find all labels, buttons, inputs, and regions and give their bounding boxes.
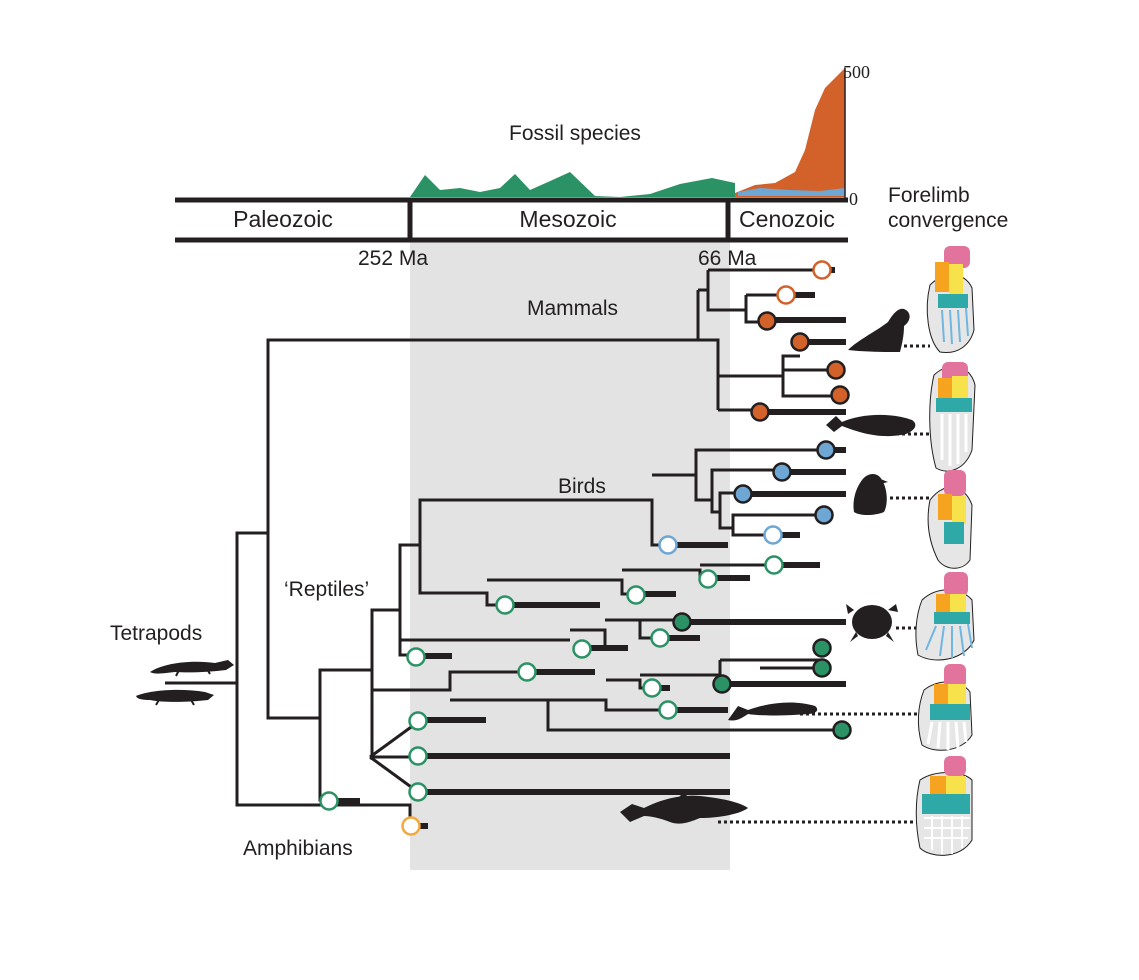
boundary-252: 252 Ma xyxy=(358,247,428,270)
reptile-open-node xyxy=(517,662,537,682)
reptile-open-node xyxy=(572,639,592,659)
reptile-open-node xyxy=(495,595,515,615)
clade-mammals: Mammals xyxy=(527,297,618,320)
y-min-label: 0 xyxy=(849,189,858,209)
reptile-open-node xyxy=(319,791,339,811)
mammal-node xyxy=(790,332,810,352)
reptile-node xyxy=(812,638,832,658)
mosasaur-silhouette xyxy=(728,702,818,721)
reptile-open-node xyxy=(764,555,784,575)
clade-tetrapods: Tetrapods xyxy=(110,622,202,645)
ichthyosaur-silhouette xyxy=(620,792,748,824)
reptile-open-node xyxy=(642,678,662,698)
era-timeline: Paleozoic Mesozoic Cenozoic 252 Ma 66 Ma xyxy=(175,197,848,270)
penguin-silhouette xyxy=(853,474,888,515)
clade-amphibians: Amphibians xyxy=(243,837,353,860)
era-cenozoic: Cenozoic xyxy=(739,206,835,232)
forelimb-diagram xyxy=(917,664,973,751)
sea-turtle-silhouette xyxy=(846,604,898,642)
salamander-silhouette xyxy=(136,689,214,706)
mammal-fossil-area xyxy=(735,68,845,197)
reptile-open-node xyxy=(626,585,646,605)
reptile-open-node xyxy=(650,628,670,648)
mammal-node xyxy=(750,402,770,422)
y-max-label: 500 xyxy=(843,62,870,82)
forelimb-title: Forelimb xyxy=(888,184,970,207)
mesozoic-band xyxy=(410,240,730,870)
forelimb-diagram xyxy=(929,362,976,472)
reptile-open-node xyxy=(658,700,678,720)
reptile-open-node xyxy=(698,569,718,589)
clade-reptiles: ‘Reptiles’ xyxy=(284,578,369,601)
lizard-silhouette xyxy=(150,660,234,677)
era-mesozoic: Mesozoic xyxy=(519,206,616,232)
forelimb-diagram xyxy=(927,470,973,569)
reptile-open-node xyxy=(408,782,428,802)
mammal-node xyxy=(830,385,850,405)
bird-open-node xyxy=(763,525,783,545)
reptile-node xyxy=(672,612,692,632)
bird-node xyxy=(816,440,836,460)
reptile-node xyxy=(812,658,832,678)
bird-fossil-area xyxy=(738,188,845,196)
forelimb-diagram xyxy=(926,246,975,354)
mammal-node xyxy=(826,360,846,380)
mammal-open-node xyxy=(812,260,832,280)
fossil-species-title: Fossil species xyxy=(509,122,641,145)
reptile-node xyxy=(832,720,852,740)
sea-lion-silhouette xyxy=(848,308,910,352)
bird-node xyxy=(733,484,753,504)
forelimb-diagram xyxy=(915,572,975,661)
reptile-open-node xyxy=(408,746,428,766)
bird-node xyxy=(772,462,792,482)
reptile-open-node xyxy=(406,647,426,667)
forelimb-subtitle: convergence xyxy=(888,209,1008,232)
reptile-node xyxy=(712,674,732,694)
mammal-node xyxy=(757,311,777,331)
whale-silhouette xyxy=(826,414,916,437)
bird-node xyxy=(814,505,834,525)
clade-birds: Birds xyxy=(558,475,606,498)
reptile-open-node xyxy=(408,711,428,731)
reptile-fossil-area xyxy=(410,172,735,197)
era-paleozoic: Paleozoic xyxy=(233,206,333,232)
amphibian-open-node xyxy=(401,816,421,836)
fossil-species-chart: Fossil species 500 0 xyxy=(410,62,870,209)
bird-open-node xyxy=(658,535,678,555)
forelimb-diagram xyxy=(915,756,973,856)
tree-nodes xyxy=(319,260,852,836)
boundary-66: 66 Ma xyxy=(698,247,757,270)
mammal-open-node xyxy=(776,285,796,305)
